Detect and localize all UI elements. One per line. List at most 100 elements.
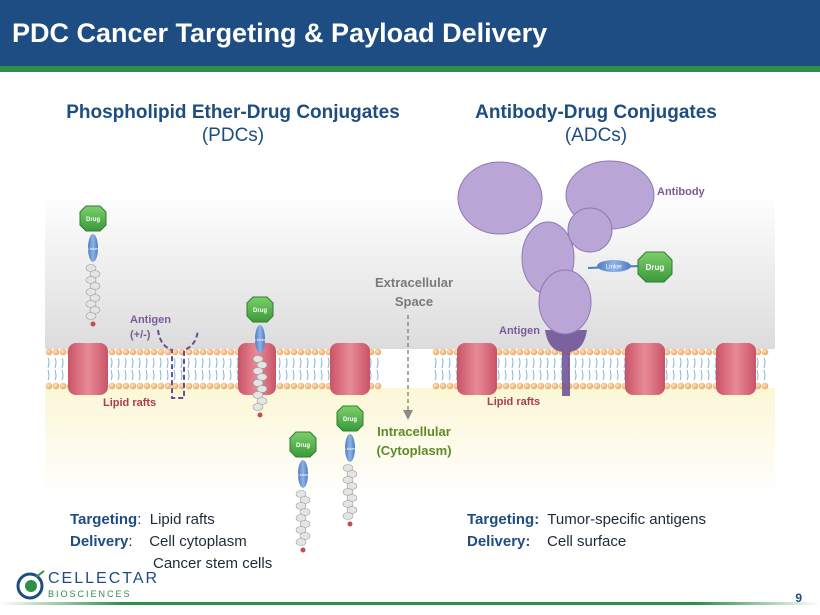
cellectar-logo-icon [16,570,45,600]
pdc-antigen-label-1: Antigen [130,314,171,326]
lipid-tail [369,357,372,369]
lipid-tail [497,357,500,369]
lipid-tail [700,369,703,381]
lipid-tail [278,357,281,369]
lipid-tail [117,369,120,381]
title-bar [0,0,820,72]
lipid-tail [159,357,162,369]
lipid-tail [61,357,64,369]
pdc-chain-bead [252,403,264,411]
pdc-chain-bead [342,512,354,520]
lipid-tail [320,357,323,369]
lipid-tail [560,357,563,369]
adc-title: Antibody-Drug Conjugates [475,102,717,123]
pdc-drug [336,405,364,432]
lipid-tail [194,369,197,381]
lipid-head [164,382,172,390]
lipid-head [698,382,706,390]
lipid-head [374,382,382,390]
lipid-head [677,382,685,390]
cytoplasm-region [45,388,775,498]
lipid-tail [756,357,759,369]
lipid-raft [457,343,497,395]
lipid-tail [672,357,675,369]
lipid-head [311,348,319,356]
lipid-tail [292,357,295,369]
lipid-tail [376,369,379,381]
lipid-tail [581,357,584,369]
pdc-delivery-label: Delivery [70,533,129,550]
lipid-head [761,348,769,356]
lipid-head [593,382,601,390]
lipid-head [509,348,517,356]
pdc-chain-end [347,521,353,527]
lipid-head [607,348,615,356]
lipid-tail [700,357,703,369]
adc-linker [597,260,631,272]
lipid-head [586,348,594,356]
pdc-chain-bead [85,312,97,320]
lipid-tail [616,369,619,381]
lipid-tail [124,369,127,381]
lipid-tail [455,369,458,381]
lipid-head [311,382,319,390]
pdc-linker [88,234,98,262]
lipid-head [439,348,447,356]
lipid-head [185,382,193,390]
lipid-head [171,348,179,356]
lipid-tail [285,357,288,369]
lipid-raft-group [68,343,756,395]
lipid-tail [47,357,50,369]
lipid-tail [714,357,717,369]
lipid-head [290,348,298,356]
lipid-raft [716,343,756,395]
lipid-tail [138,357,141,369]
lipid-head [108,382,116,390]
lipid-tail [686,369,689,381]
lipid-head [607,382,615,390]
pdc-chain-end [90,321,96,327]
footer-line [0,602,820,605]
lipid-tail [54,357,57,369]
lipid-tail [693,357,696,369]
lipid-tail [609,357,612,369]
lipid-head [593,348,601,356]
lipid-tail [602,369,605,381]
pdc-targeting-value: Lipid rafts [149,511,215,528]
lipid-head [276,348,284,356]
lipid-tail [707,369,710,381]
lipid-head [52,382,60,390]
lipid-tail [511,369,514,381]
lipid-head [523,382,531,390]
lipid-tail [376,357,379,369]
lipid-head [157,348,165,356]
lipid-tail [511,357,514,369]
lipid-head [213,348,221,356]
lipid-tail [229,357,232,369]
lipid-tail [369,369,372,381]
pdc-linker [298,460,308,488]
lipid-head [108,348,116,356]
pdc-chain-end [257,412,263,418]
lipid-head [136,348,144,356]
pdc-drug-text: Drug [343,417,357,423]
lipid-tail [525,357,528,369]
lipid-tail [546,357,549,369]
logo-tagline: BIOSCIENCES [48,589,132,599]
lipid-tail [553,357,556,369]
lipid-head [59,382,67,390]
adc-linker-text: Linker [606,265,622,271]
lipid-tail [525,369,528,381]
lipid-tail [187,357,190,369]
lipid-head [572,382,580,390]
lipid-head [297,348,305,356]
lipid-head [551,382,559,390]
lipid-head [600,348,608,356]
lipid-head [579,382,587,390]
lipid-tail [152,369,155,381]
lipid-tail [166,357,169,369]
lipid-head [122,348,130,356]
